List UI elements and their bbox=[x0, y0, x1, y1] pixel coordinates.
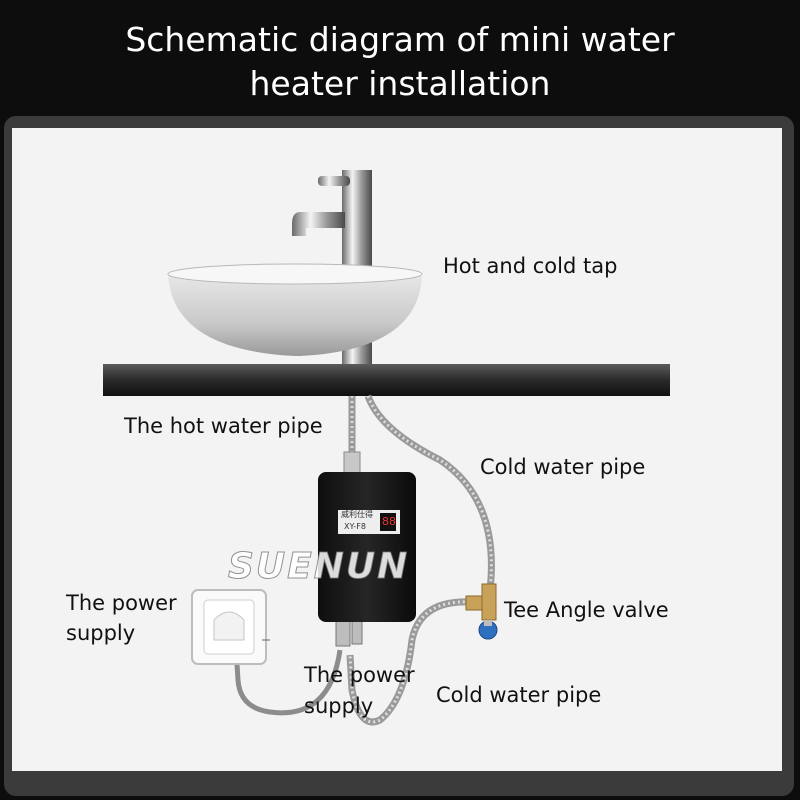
label-tee-angle-valve: Tee Angle valve bbox=[504, 598, 669, 622]
label-hot-water-pipe: The hot water pipe bbox=[124, 414, 323, 438]
cold-water-pipe-lower bbox=[346, 598, 471, 726]
label-power-supply-left-line-1: The power bbox=[66, 591, 177, 615]
heater-display-readout: 88 bbox=[382, 515, 396, 528]
diagram-panel bbox=[12, 128, 782, 771]
label-cold-water-pipe-upper: Cold water pipe bbox=[480, 455, 646, 479]
label-power-supply-left-line-2: supply bbox=[66, 621, 136, 645]
heater-display bbox=[380, 513, 396, 531]
heater-model-label: XY-F8 bbox=[344, 522, 366, 531]
label-power-supply-bottom-line-2: supply bbox=[304, 694, 374, 718]
diagram-title-line-2: heater installation bbox=[249, 64, 551, 103]
sink-bowl-icon bbox=[167, 263, 423, 356]
watermark: SUENUN bbox=[227, 546, 410, 588]
heater-inlet-fitting bbox=[335, 619, 351, 647]
power-cable bbox=[233, 647, 343, 716]
power-socket-icon bbox=[191, 589, 267, 665]
tee-angle-valve-icon bbox=[465, 583, 498, 640]
heater-brand-label: 威利仕得 bbox=[341, 510, 373, 519]
water-heater-icon bbox=[318, 472, 416, 622]
label-power-supply-bottom-line-1: The power bbox=[304, 663, 415, 687]
countertop bbox=[103, 364, 670, 396]
label-hot-cold-tap: Hot and cold tap bbox=[443, 254, 618, 278]
diagram-title-line-1: Schematic diagram of mini water bbox=[125, 20, 675, 59]
label-cold-water-pipe-lower: Cold water pipe bbox=[436, 683, 602, 707]
